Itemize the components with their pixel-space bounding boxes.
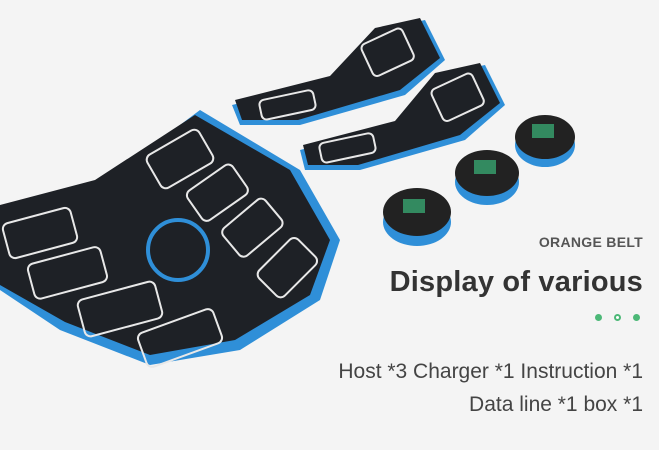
arm-pad-lower xyxy=(300,63,505,170)
carousel-dots xyxy=(595,314,640,321)
controller-1 xyxy=(515,115,575,167)
package-contents-line-2: Data line *1 box *1 xyxy=(469,393,643,416)
subtitle: ORANGE BELT xyxy=(538,234,643,250)
controller-3 xyxy=(383,188,451,246)
controller-2 xyxy=(455,150,519,205)
carousel-dot-active[interactable] xyxy=(614,314,621,321)
abdominal-pad xyxy=(0,110,340,368)
carousel-dot[interactable] xyxy=(595,314,602,321)
arm-pad-upper xyxy=(232,18,445,125)
package-contents-line-1: Host *3 Charger *1 Instruction *1 xyxy=(338,360,643,383)
carousel-dot[interactable] xyxy=(633,314,640,321)
controller-units xyxy=(383,115,575,246)
page-title: Display of various xyxy=(389,266,643,298)
